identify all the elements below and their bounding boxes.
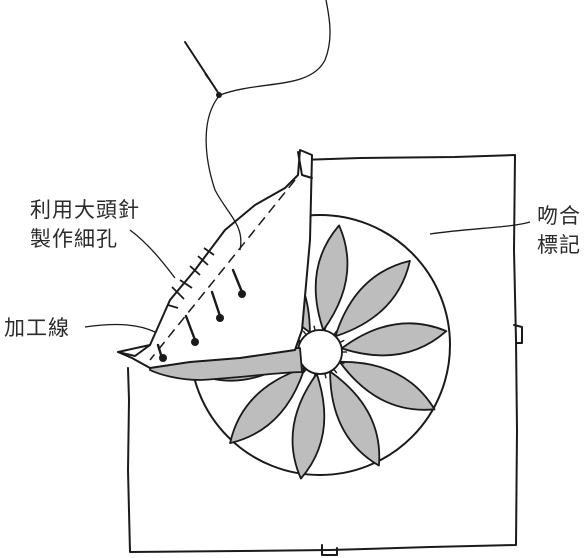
hole-clip [339, 339, 345, 344]
hole-clip [302, 368, 307, 374]
petal [329, 370, 381, 467]
needle-eye [204, 73, 215, 87]
fabric-tab-right [513, 324, 523, 344]
petal [314, 224, 349, 332]
petal [338, 360, 436, 411]
petal [229, 366, 306, 444]
label-pins-line1: 利用大頭針 [30, 198, 140, 222]
dashed-guide [149, 179, 296, 361]
hole-clip [324, 373, 327, 379]
hole-clip [324, 325, 327, 331]
label-pins-line2: 製作細孔 [30, 227, 118, 251]
needle [184, 41, 220, 95]
leader-finishing [84, 323, 156, 333]
tack-stitches [167, 247, 215, 309]
fabric-tab-bottom [321, 544, 338, 556]
leader-pins [129, 229, 176, 279]
label-finishing-line: 加工線 [4, 316, 70, 340]
leader-notch [429, 221, 531, 235]
pin-heads [159, 290, 246, 362]
petal [291, 372, 326, 480]
hole-clip [313, 373, 316, 379]
flap-tip [117, 344, 151, 357]
thread [205, 0, 331, 251]
petal [340, 322, 448, 357]
hole-clip [302, 330, 307, 336]
petal [334, 260, 411, 338]
hole-clip [333, 330, 338, 336]
label-notch-line2: 標記 [537, 233, 581, 257]
center-hole [297, 329, 343, 375]
hole-clip [333, 368, 338, 374]
hole-clip [313, 325, 316, 331]
label-notch-line1: 吻合 [537, 204, 581, 228]
hole-clip [339, 360, 345, 365]
flap-top-fold [297, 151, 313, 179]
facing-flap [117, 149, 313, 369]
needle-tip [216, 92, 222, 98]
fabric-square [127, 154, 518, 553]
